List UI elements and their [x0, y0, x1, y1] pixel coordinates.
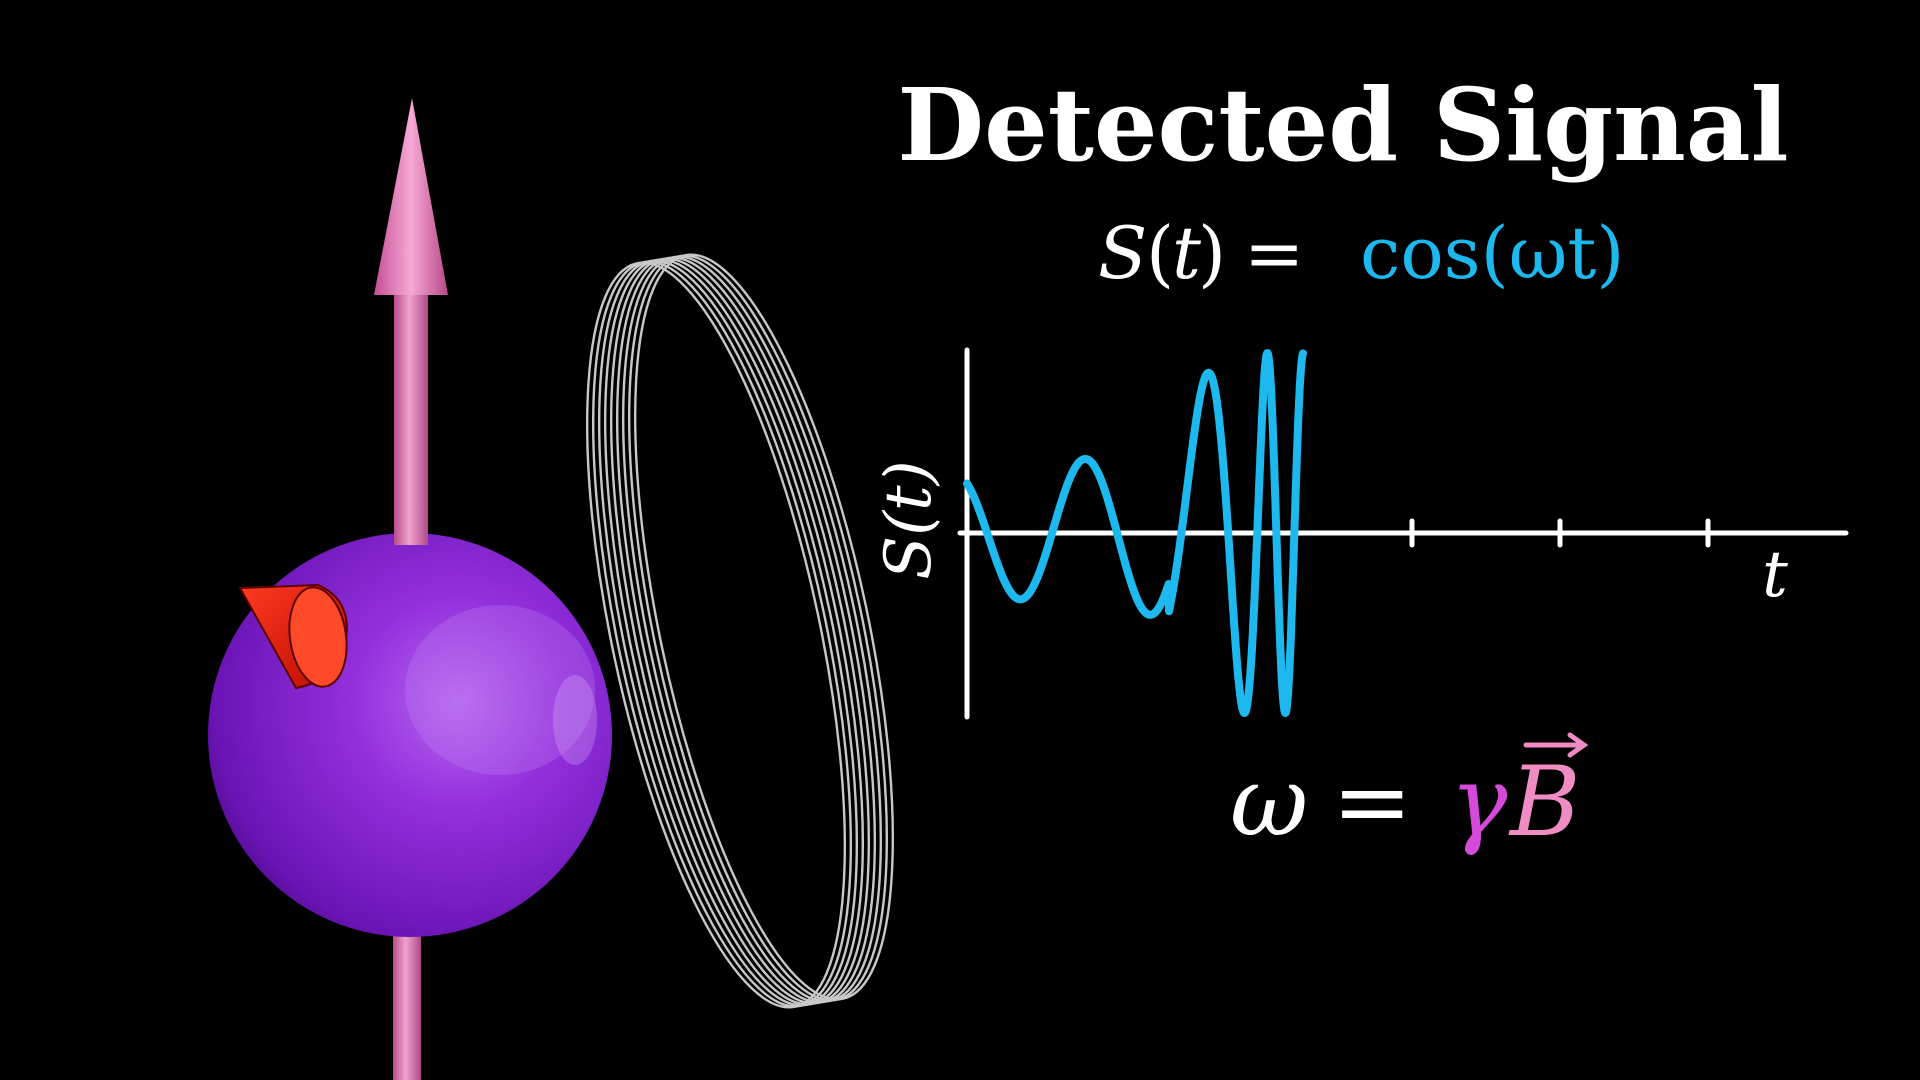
magnetization-arrow-icon: [374, 98, 448, 545]
signal-close-paren: ): [1198, 211, 1226, 295]
signal-axes: [957, 347, 1849, 720]
pickup-coil-icon: [585, 253, 895, 1009]
signal-cosine: cos(ωt): [1360, 211, 1624, 295]
gamma-symbol: γ: [1450, 746, 1508, 858]
x-axis-label: t: [1762, 538, 1788, 612]
page-title: Detected Signal: [897, 66, 1788, 184]
larmor-equation: ω = γ B: [1230, 746, 1581, 858]
signal-waveform: [963, 349, 1307, 717]
equation-equals: =: [1332, 746, 1412, 858]
signal-equation: S ( t ) = cos(ωt): [1098, 211, 1624, 295]
signal-argument: t: [1172, 211, 1202, 295]
y-axis-label: S(t): [872, 460, 946, 580]
red-cone-icon: [238, 583, 348, 690]
signal-open-paren: (: [1146, 211, 1174, 295]
signal-equals: =: [1244, 211, 1304, 295]
signal-symbol: S: [1098, 211, 1147, 295]
omega-symbol: ω: [1230, 746, 1308, 858]
vector-arrow-icon: [1523, 732, 1589, 758]
field-symbol: B: [1508, 746, 1581, 858]
